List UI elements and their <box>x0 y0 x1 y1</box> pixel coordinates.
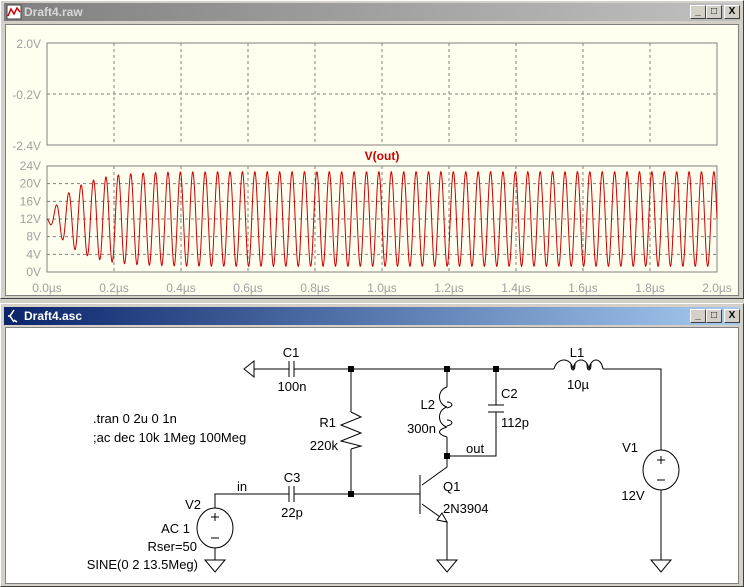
capacitor-c3[interactable] <box>288 486 295 502</box>
trace-label[interactable]: V(out) <box>365 149 400 163</box>
v2-ac[interactable]: AC 1 <box>161 521 190 536</box>
net-label-in[interactable]: in <box>237 479 247 494</box>
x-tick-label: 1.8µs <box>635 281 665 295</box>
l1-value[interactable]: 10µ <box>567 377 589 392</box>
c1-value[interactable]: 100n <box>278 379 307 394</box>
wires <box>214 368 662 560</box>
x-tick-label: 0.0µs <box>32 281 62 295</box>
schematic-window-titlebar[interactable]: Draft4.asc _ □ X <box>4 307 740 325</box>
l2-name: L2 <box>421 397 435 412</box>
inductor-l1[interactable] <box>553 359 604 371</box>
minimize-button[interactable]: _ <box>690 309 706 323</box>
q1-value[interactable]: 2N3904 <box>443 501 489 516</box>
junction-dots <box>348 366 499 497</box>
v1-value[interactable]: 12V <box>621 488 644 503</box>
close-button[interactable]: X <box>724 309 740 323</box>
bottom-pane[interactable]: V(out) 0V 4V 8V 12V 16V 20V 24V 0.0µs 0.2µs 0.4µ… <box>20 149 732 295</box>
x-tick-label: 0.2µs <box>99 281 129 295</box>
plot-window-titlebar[interactable]: Draft4.raw _ □ X <box>4 3 740 21</box>
capacitor-c2[interactable] <box>488 404 504 413</box>
schematic-window: Draft4.asc _ □ X <box>0 303 744 587</box>
y-tick-label: 20V <box>20 177 41 191</box>
inductor-l2[interactable] <box>439 386 453 438</box>
close-button[interactable]: X <box>724 5 740 19</box>
v1-name: V1 <box>622 440 638 455</box>
x-tick-label: 0.8µs <box>300 281 330 295</box>
ac-directive[interactable]: ;ac dec 10k 1Meg 100Meg <box>93 430 246 445</box>
plot-window-title: Draft4.raw <box>24 5 83 19</box>
net-label-out[interactable]: out <box>466 441 484 456</box>
x-tick-label: 1.4µs <box>501 281 531 295</box>
c3-value[interactable]: 22p <box>281 505 303 520</box>
minimize-button[interactable]: _ <box>690 5 706 19</box>
y-tick-label: 4V <box>26 247 41 261</box>
r1-name: R1 <box>319 415 336 430</box>
capacitor-c1[interactable] <box>288 361 295 377</box>
transistor-q1[interactable] <box>419 475 448 523</box>
y-tick-label: 12V <box>20 212 41 226</box>
y-tick-label: 0V <box>26 265 41 279</box>
voltage-source-v1[interactable] <box>642 449 680 491</box>
waveform-icon <box>6 4 22 20</box>
v2-sine[interactable]: SINE(0 2 13.5Meg) <box>87 557 198 572</box>
y-tick-label: 24V <box>20 159 41 173</box>
x-tick-label: 0.6µs <box>233 281 263 295</box>
schematic-icon <box>8 309 18 323</box>
x-tick-label: 2.0µs <box>702 281 732 295</box>
tran-directive[interactable]: .tran 0 2u 0 1n <box>93 411 177 426</box>
maximize-button[interactable]: □ <box>706 5 722 19</box>
x-tick-label: 1.2µs <box>434 281 464 295</box>
top-y-tick: 2.0V <box>16 37 41 51</box>
c2-name: C2 <box>501 386 518 401</box>
voltage-source-v2[interactable] <box>196 507 234 549</box>
resistor-r1[interactable] <box>339 411 363 450</box>
l1-name: L1 <box>570 345 584 360</box>
c3-name: C3 <box>284 470 301 485</box>
plot-window: Draft4.raw _ □ X 2.0V -0.2V -2.4V V( <box>0 0 744 299</box>
schematic-canvas[interactable]: C1 100n R1 220k L2 300n C2 112p out L1 1… <box>5 327 739 584</box>
c2-value[interactable]: 112p <box>501 415 529 430</box>
x-tick-label: 0.4µs <box>166 281 196 295</box>
v2-rser[interactable]: Rser=50 <box>148 539 198 554</box>
r1-value[interactable]: 220k <box>310 438 339 453</box>
y-tick-label: 16V <box>20 194 41 208</box>
c1-name: C1 <box>283 345 300 360</box>
vout-trace[interactable] <box>46 170 718 268</box>
x-tick-label: 1.6µs <box>568 281 598 295</box>
v2-name: V2 <box>185 497 201 512</box>
top-pane[interactable]: 2.0V -0.2V -2.4V <box>12 37 718 153</box>
ground-icon <box>203 559 227 573</box>
ground-arrow-icon <box>243 359 255 379</box>
maximize-button[interactable]: □ <box>706 309 722 323</box>
q1-name: Q1 <box>443 479 460 494</box>
ground-icon <box>435 559 459 573</box>
plot-area[interactable]: 2.0V -0.2V -2.4V V(out) 0V 4V 8V 12V 16V 20V 2… <box>5 24 739 296</box>
x-tick-label: 1.0µs <box>367 281 397 295</box>
top-y-tick: -0.2V <box>12 88 41 102</box>
y-tick-label: 8V <box>26 230 41 244</box>
schematic-window-title: Draft4.asc <box>24 309 83 323</box>
top-y-tick: -2.4V <box>12 139 41 153</box>
l2-value[interactable]: 300n <box>407 421 436 436</box>
ground-icon <box>649 559 673 573</box>
